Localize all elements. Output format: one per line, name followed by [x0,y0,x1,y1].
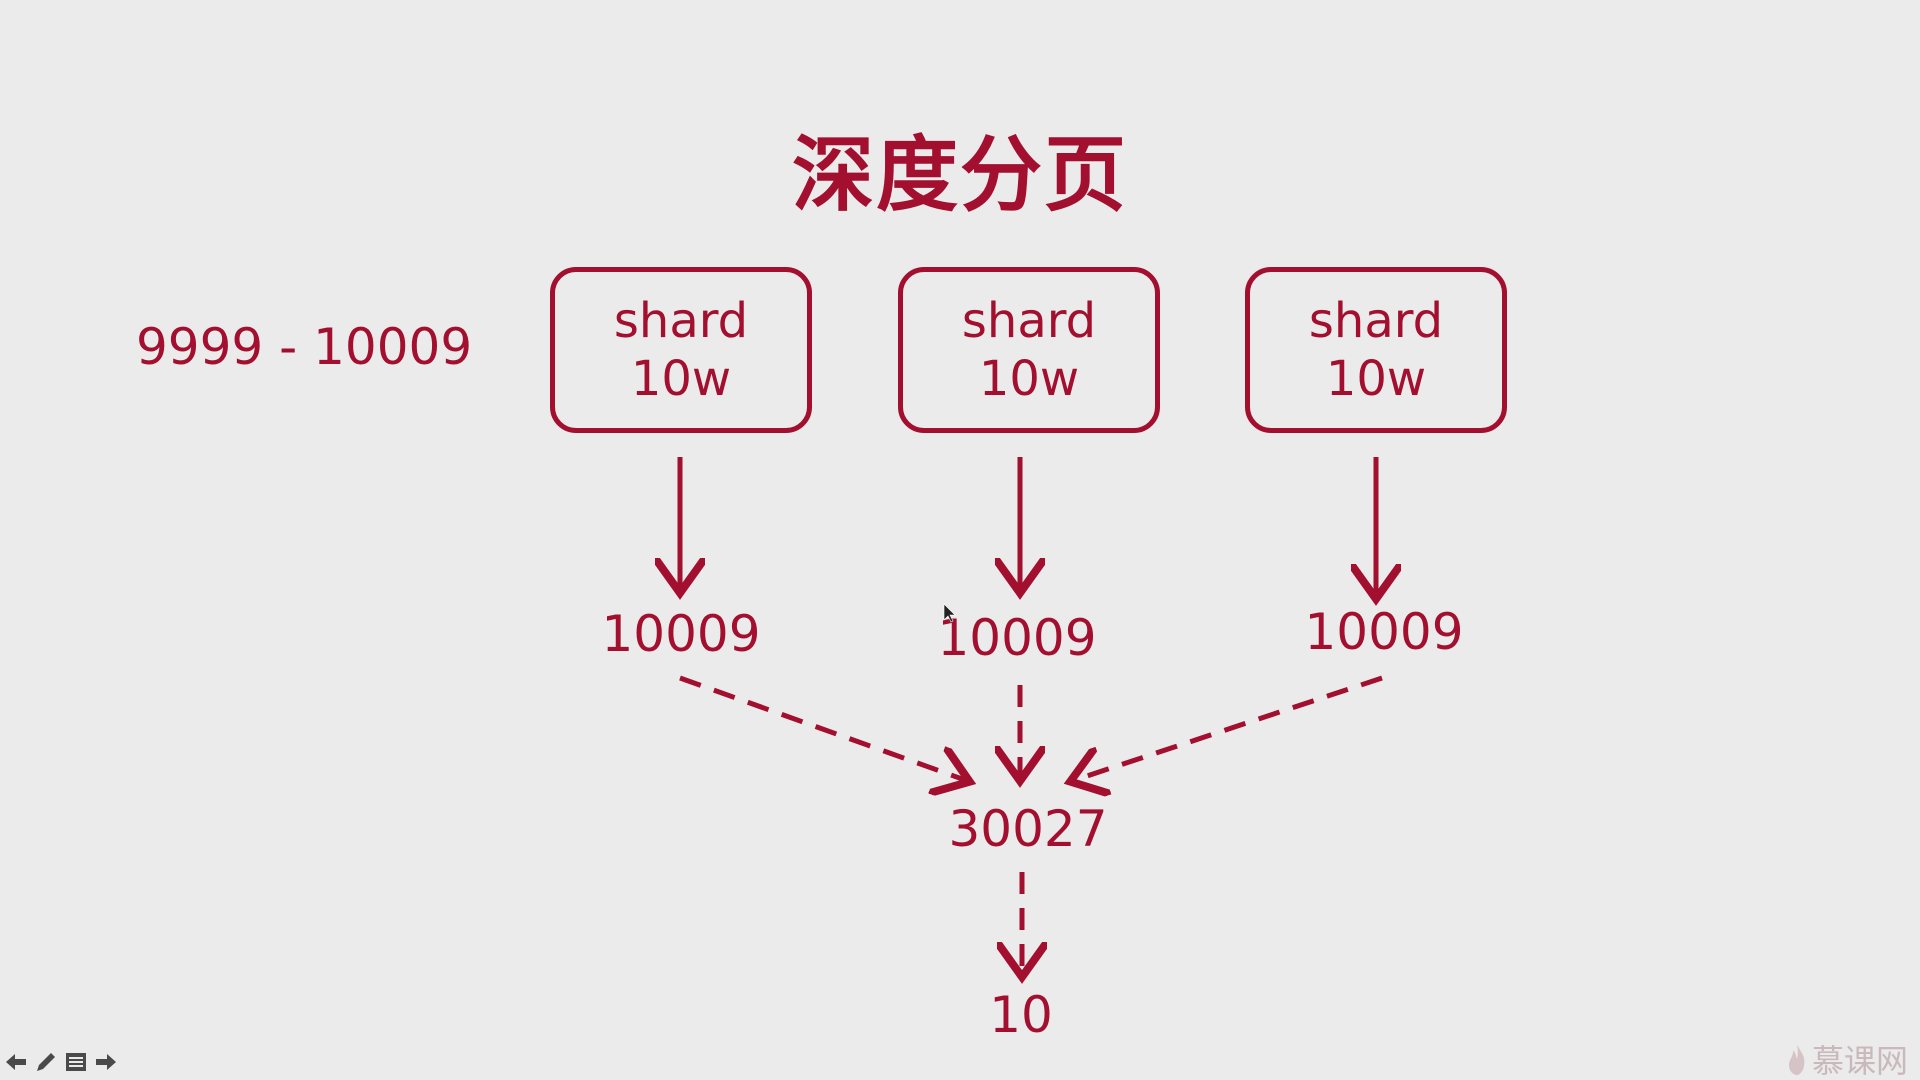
shard-box-3: shard 10w [1245,267,1507,433]
merged-total: 30027 [948,800,1108,858]
shard-1-result: 10009 [601,605,761,663]
shard-box-3-size: 10w [1325,351,1427,407]
shard-2-result: 10009 [937,609,1097,667]
shard-box-3-label: shard [1308,293,1444,349]
presentation-controls [4,1050,118,1074]
flame-icon [1788,1044,1805,1075]
shard-3-result: 10009 [1304,603,1464,661]
shard-box-1: shard 10w [550,267,812,433]
shard-box-2-label: shard [961,293,1097,349]
shard-box-1-label: shard [613,293,749,349]
arrow-left-icon[interactable] [4,1050,28,1074]
shard-box-2-size: 10w [978,351,1080,407]
page-range-label: 9999 - 10009 [136,318,473,376]
slide-title: 深度分页 [791,128,1128,223]
shard-box-2: shard 10w [898,267,1160,433]
shard-box-1-size: 10w [630,351,732,407]
pen-icon[interactable] [34,1050,58,1074]
watermark-text: 慕课网 [1811,1042,1908,1080]
arrow-merge-3 [1075,675,1383,780]
arrow-right-icon[interactable] [94,1050,118,1074]
mouse-cursor-icon [943,603,956,623]
watermark-logo: 慕课网 [1786,1036,1908,1080]
arrow-merge-1 [679,675,965,780]
menu-icon[interactable] [64,1050,88,1074]
final-result: 10 [989,986,1053,1044]
